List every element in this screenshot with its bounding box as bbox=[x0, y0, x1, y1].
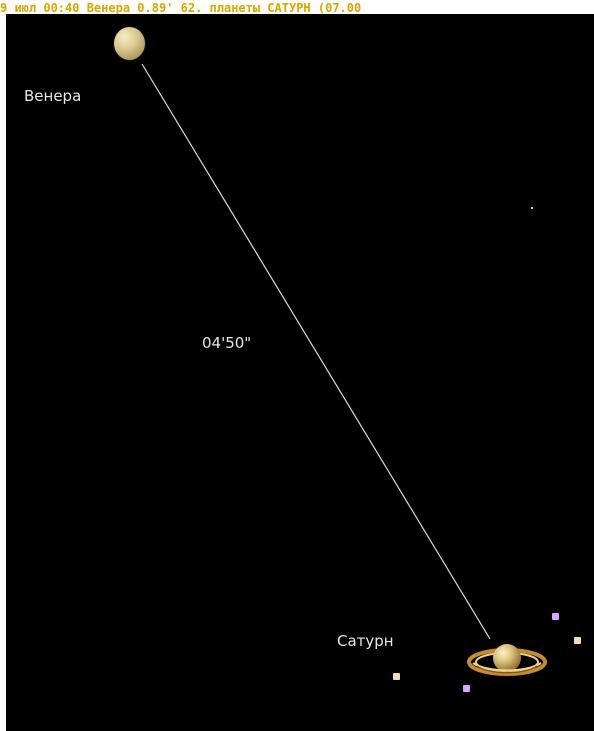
saturn-moon-icon bbox=[552, 613, 559, 620]
separation-label: 04'50" bbox=[202, 334, 252, 352]
observation-caption: 9 июл 00:40 Венера 0.89' 62. планеты САТ… bbox=[0, 0, 594, 16]
sky-view: Венера 04'50" Сатурн bbox=[6, 14, 594, 731]
saturn-moon-icon bbox=[574, 637, 581, 644]
venus-planet-icon bbox=[114, 27, 145, 60]
angular-separation-line bbox=[141, 63, 491, 640]
saturn-moon-icon bbox=[463, 685, 470, 692]
saturn-moon-icon bbox=[393, 673, 400, 680]
saturn-label: Сатурн bbox=[337, 632, 394, 650]
background-star-icon bbox=[531, 207, 533, 209]
venus-label: Венера bbox=[24, 87, 82, 105]
saturn-planet-icon bbox=[467, 644, 547, 676]
